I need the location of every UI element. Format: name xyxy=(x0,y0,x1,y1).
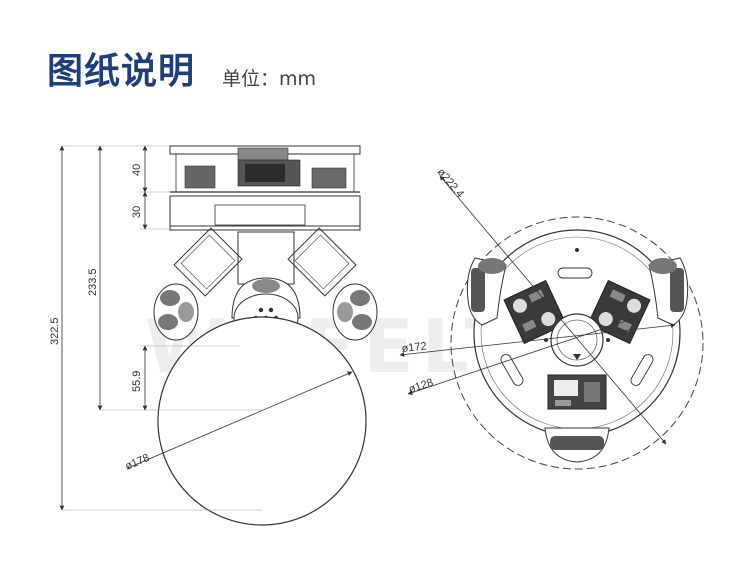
dim-top-diameter-172: ø172 xyxy=(401,340,427,355)
top-wheel-bottom xyxy=(544,427,610,463)
side-view: ø178 40 30 233.5 322.5 55.9 xyxy=(49,145,378,526)
dim-ball-diameter: ø178 xyxy=(123,452,151,473)
page-title: 图纸说明 xyxy=(47,51,196,92)
dim-line-128 xyxy=(407,316,639,395)
control-board xyxy=(547,374,607,410)
top-view: ø222.4 ø172 ø128 xyxy=(399,166,704,470)
unit-label: 单位：mm xyxy=(222,68,317,90)
dim-55-9: 55.9 xyxy=(131,371,143,392)
side-dimension-lines xyxy=(59,145,148,511)
top-board-layer xyxy=(169,145,361,197)
dim-top-diameter-222: ø222.4 xyxy=(435,166,466,200)
dim-30: 30 xyxy=(131,206,143,218)
dim-233-5: 233.5 xyxy=(87,268,99,296)
dim-40: 40 xyxy=(131,164,143,176)
dim-line-222 xyxy=(439,175,667,445)
dim-322-5: 322.5 xyxy=(49,317,61,345)
ball xyxy=(157,316,367,526)
middle-layer xyxy=(169,195,361,231)
omni-wheel-left xyxy=(153,283,199,341)
omni-wheel-right xyxy=(332,283,378,341)
